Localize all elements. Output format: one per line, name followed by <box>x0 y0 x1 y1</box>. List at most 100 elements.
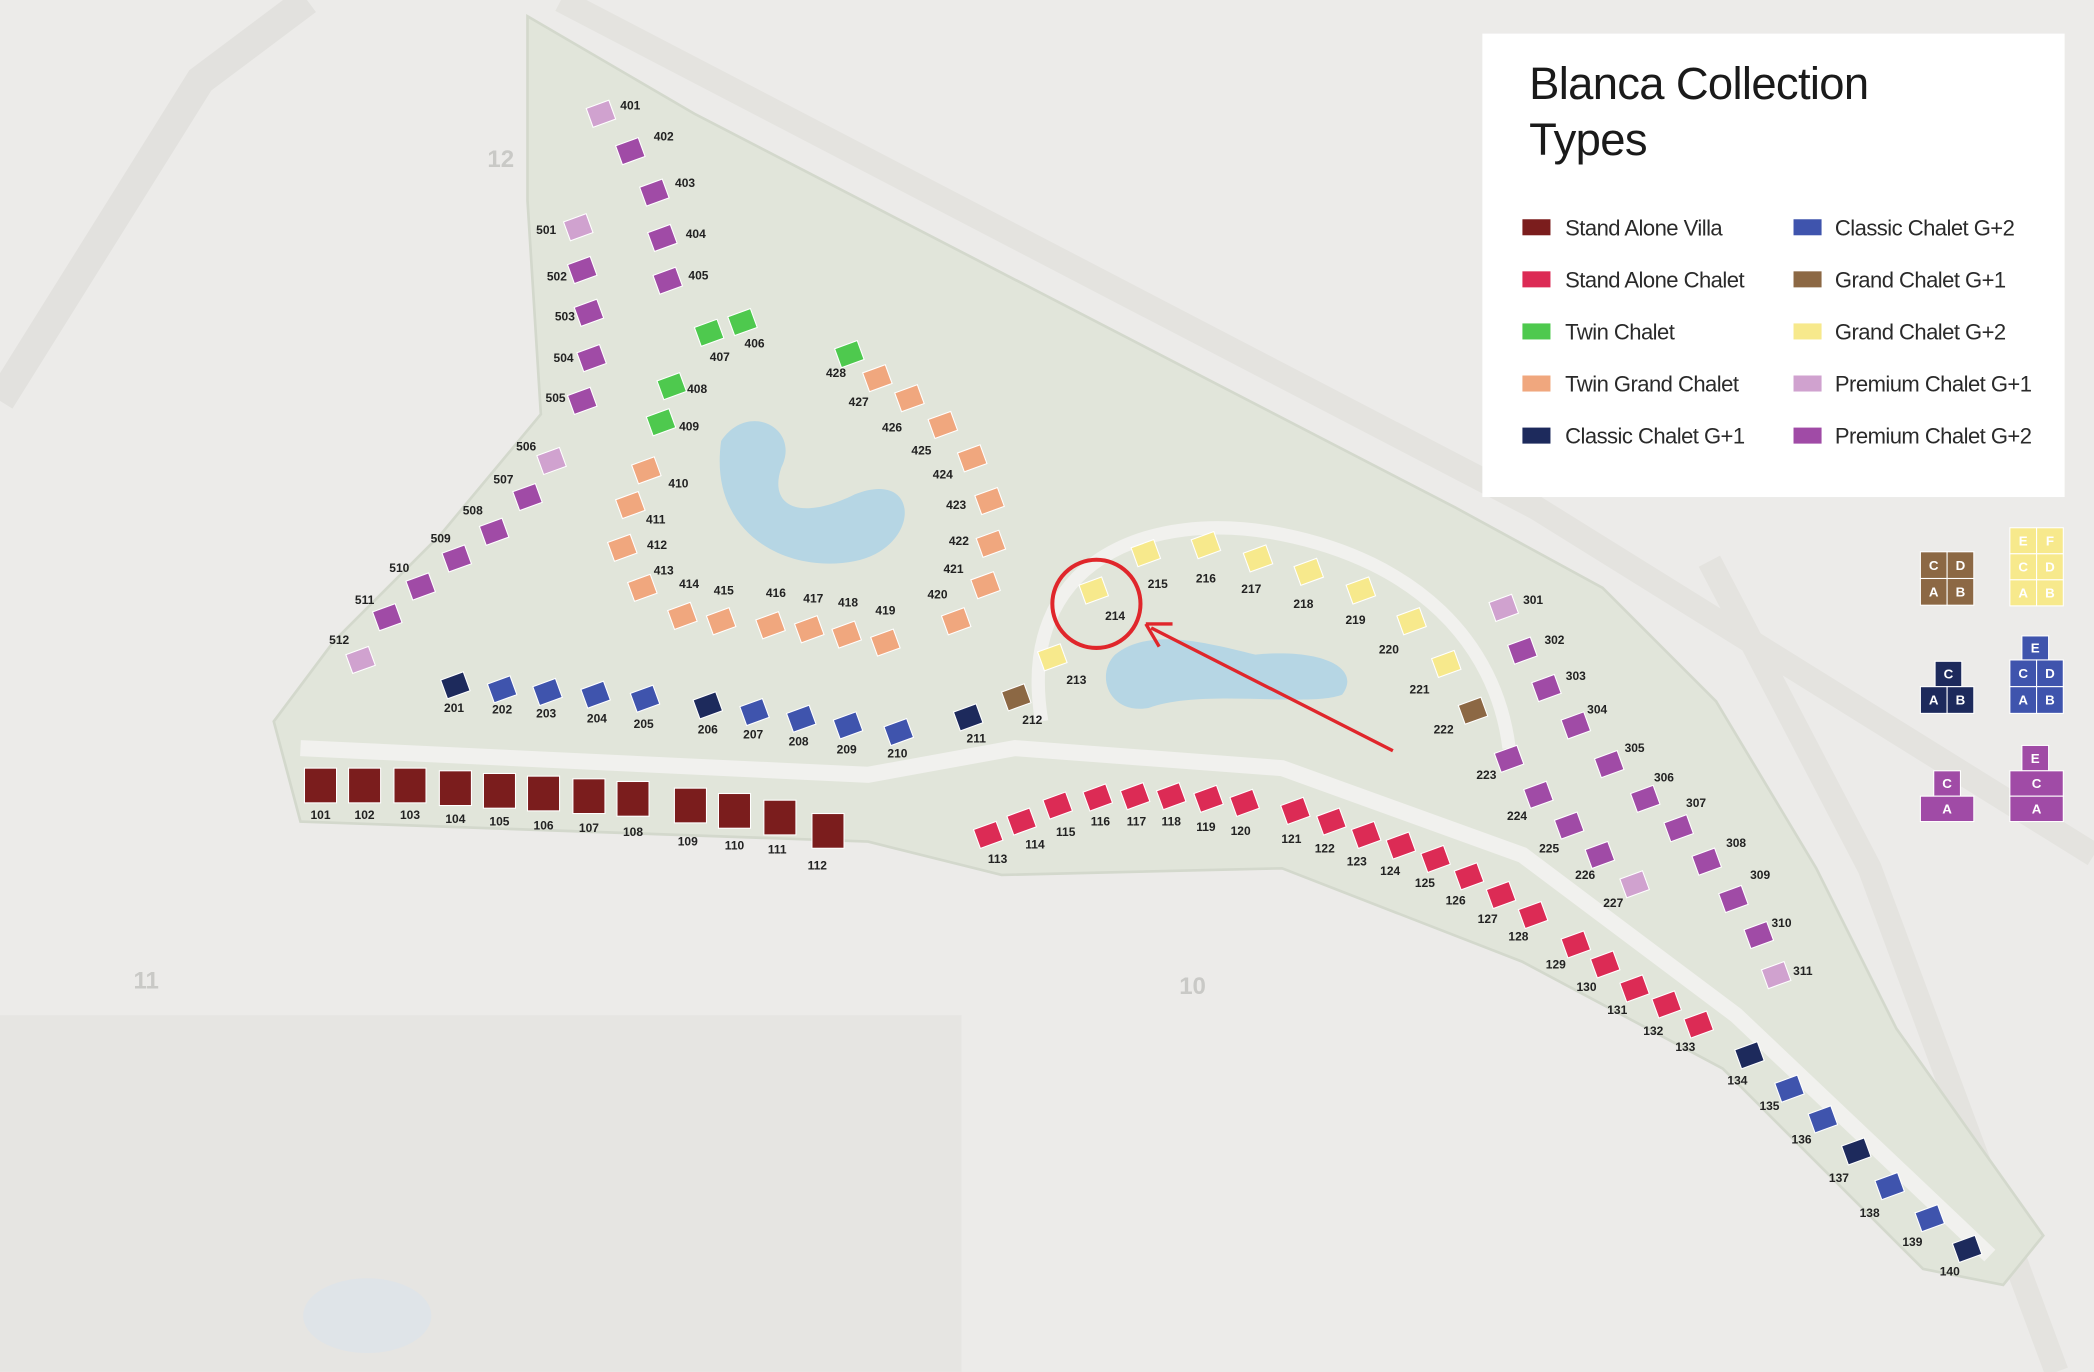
unit-block[interactable] <box>606 533 638 562</box>
unit-block[interactable] <box>630 456 662 485</box>
unit-block[interactable] <box>1396 607 1427 636</box>
unit-307[interactable]: 307 <box>1663 796 1706 843</box>
unit-225[interactable]: 225 <box>1539 811 1585 855</box>
unit-block[interactable] <box>1229 788 1261 818</box>
unit-block[interactable] <box>1774 1074 1805 1103</box>
unit-block[interactable] <box>972 820 1004 850</box>
unit-212[interactable]: 212 <box>1000 683 1043 727</box>
unit-block[interactable] <box>833 339 865 369</box>
unit-block[interactable] <box>1663 814 1695 843</box>
unit-block[interactable] <box>1560 711 1592 740</box>
unit-107[interactable]: 107 <box>572 778 606 835</box>
unit-block[interactable] <box>438 770 472 807</box>
unit-409[interactable]: 409 <box>645 408 699 437</box>
unit-block[interactable] <box>763 799 797 836</box>
unit-block[interactable] <box>705 607 737 636</box>
unit-block[interactable] <box>673 787 707 824</box>
unit-block[interactable] <box>1718 884 1749 914</box>
unit-120[interactable]: 120 <box>1229 788 1261 838</box>
unit-block[interactable] <box>1457 696 1489 725</box>
unit-block[interactable] <box>693 318 725 347</box>
unit-310[interactable]: 310 <box>1743 916 1792 950</box>
unit-block[interactable] <box>1193 784 1224 814</box>
unit-207[interactable]: 207 <box>739 697 770 742</box>
unit-417[interactable]: 417 <box>793 592 825 644</box>
unit-201[interactable]: 201 <box>439 671 471 715</box>
unit-415[interactable]: 415 <box>705 584 737 636</box>
unit-121[interactable]: 121 <box>1279 796 1311 846</box>
unit-block[interactable] <box>1914 1203 1946 1233</box>
unit-block[interactable] <box>1350 820 1382 850</box>
unit-block[interactable] <box>638 178 670 207</box>
unit-block[interactable] <box>652 266 684 295</box>
unit-420[interactable]: 420 <box>927 588 972 636</box>
unit-427[interactable]: 427 <box>849 363 893 410</box>
unit-102[interactable]: 102 <box>348 767 382 822</box>
unit-block[interactable] <box>692 691 724 720</box>
unit-block[interactable] <box>1485 880 1517 910</box>
unit-136[interactable]: 136 <box>1792 1105 1839 1147</box>
unit-block[interactable] <box>1560 930 1592 959</box>
unit-block[interactable] <box>1743 920 1775 950</box>
unit-block[interactable] <box>739 697 770 727</box>
unit-119[interactable]: 119 <box>1193 784 1224 834</box>
unit-block[interactable] <box>785 704 817 733</box>
unit-128[interactable]: 128 <box>1508 900 1549 944</box>
unit-block[interactable] <box>974 486 1005 516</box>
unit-221[interactable]: 221 <box>1410 649 1462 696</box>
unit-139[interactable]: 139 <box>1902 1203 1946 1250</box>
unit-block[interactable] <box>1006 807 1038 836</box>
unit-422[interactable]: 422 <box>949 529 1007 558</box>
unit-block[interactable] <box>512 482 543 512</box>
unit-309[interactable]: 309 <box>1718 868 1771 914</box>
unit-104[interactable]: 104 <box>438 770 472 826</box>
unit-block[interactable] <box>970 570 1001 600</box>
unit-123[interactable]: 123 <box>1347 820 1382 869</box>
unit-block[interactable] <box>1619 870 1651 899</box>
unit-105[interactable]: 105 <box>482 772 517 829</box>
unit-block[interactable] <box>576 343 608 373</box>
unit-421[interactable]: 421 <box>944 562 1001 600</box>
unit-118[interactable]: 118 <box>1155 781 1187 829</box>
unit-413[interactable]: 413 <box>626 563 674 603</box>
unit-block[interactable] <box>573 298 605 327</box>
unit-508[interactable]: 508 <box>463 503 510 546</box>
unit-224[interactable]: 224 <box>1507 780 1554 823</box>
unit-410[interactable]: 410 <box>630 456 689 491</box>
unit-block[interactable] <box>1042 791 1074 820</box>
unit-block[interactable] <box>1760 960 1792 990</box>
unit-block[interactable] <box>940 607 972 636</box>
unit-block[interactable] <box>1036 643 1068 672</box>
unit-311[interactable]: 311 <box>1760 960 1813 990</box>
unit-428[interactable]: 428 <box>826 339 865 380</box>
unit-block[interactable] <box>1155 781 1187 811</box>
unit-130[interactable]: 130 <box>1577 950 1621 994</box>
unit-block[interactable] <box>1651 990 1683 1019</box>
unit-127[interactable]: 127 <box>1478 880 1517 926</box>
unit-402[interactable]: 402 <box>614 129 674 166</box>
unit-403[interactable]: 403 <box>638 176 696 207</box>
unit-block[interactable] <box>348 767 382 804</box>
unit-129[interactable]: 129 <box>1546 930 1592 972</box>
unit-block[interactable] <box>831 620 863 649</box>
unit-407[interactable]: 407 <box>693 318 730 364</box>
unit-block[interactable] <box>656 371 688 401</box>
unit-509[interactable]: 509 <box>431 531 473 573</box>
unit-block[interactable] <box>439 671 471 700</box>
unit-block[interactable] <box>1293 557 1325 587</box>
unit-block[interactable] <box>1874 1171 1906 1201</box>
unit-block[interactable] <box>645 408 677 437</box>
unit-block[interactable] <box>1807 1105 1839 1134</box>
unit-308[interactable]: 308 <box>1691 836 1746 876</box>
unit-block[interactable] <box>1951 1234 1983 1264</box>
unit-306[interactable]: 306 <box>1629 770 1675 814</box>
unit-404[interactable]: 404 <box>646 223 706 253</box>
unit-211[interactable]: 211 <box>952 703 986 746</box>
unit-block[interactable] <box>1840 1137 1872 1166</box>
unit-426[interactable]: 426 <box>882 384 925 435</box>
unit-block[interactable] <box>566 255 598 285</box>
unit-504[interactable]: 504 <box>554 343 608 373</box>
unit-220[interactable]: 220 <box>1379 607 1427 657</box>
unit-block[interactable] <box>405 572 437 601</box>
unit-510[interactable]: 510 <box>389 561 437 601</box>
